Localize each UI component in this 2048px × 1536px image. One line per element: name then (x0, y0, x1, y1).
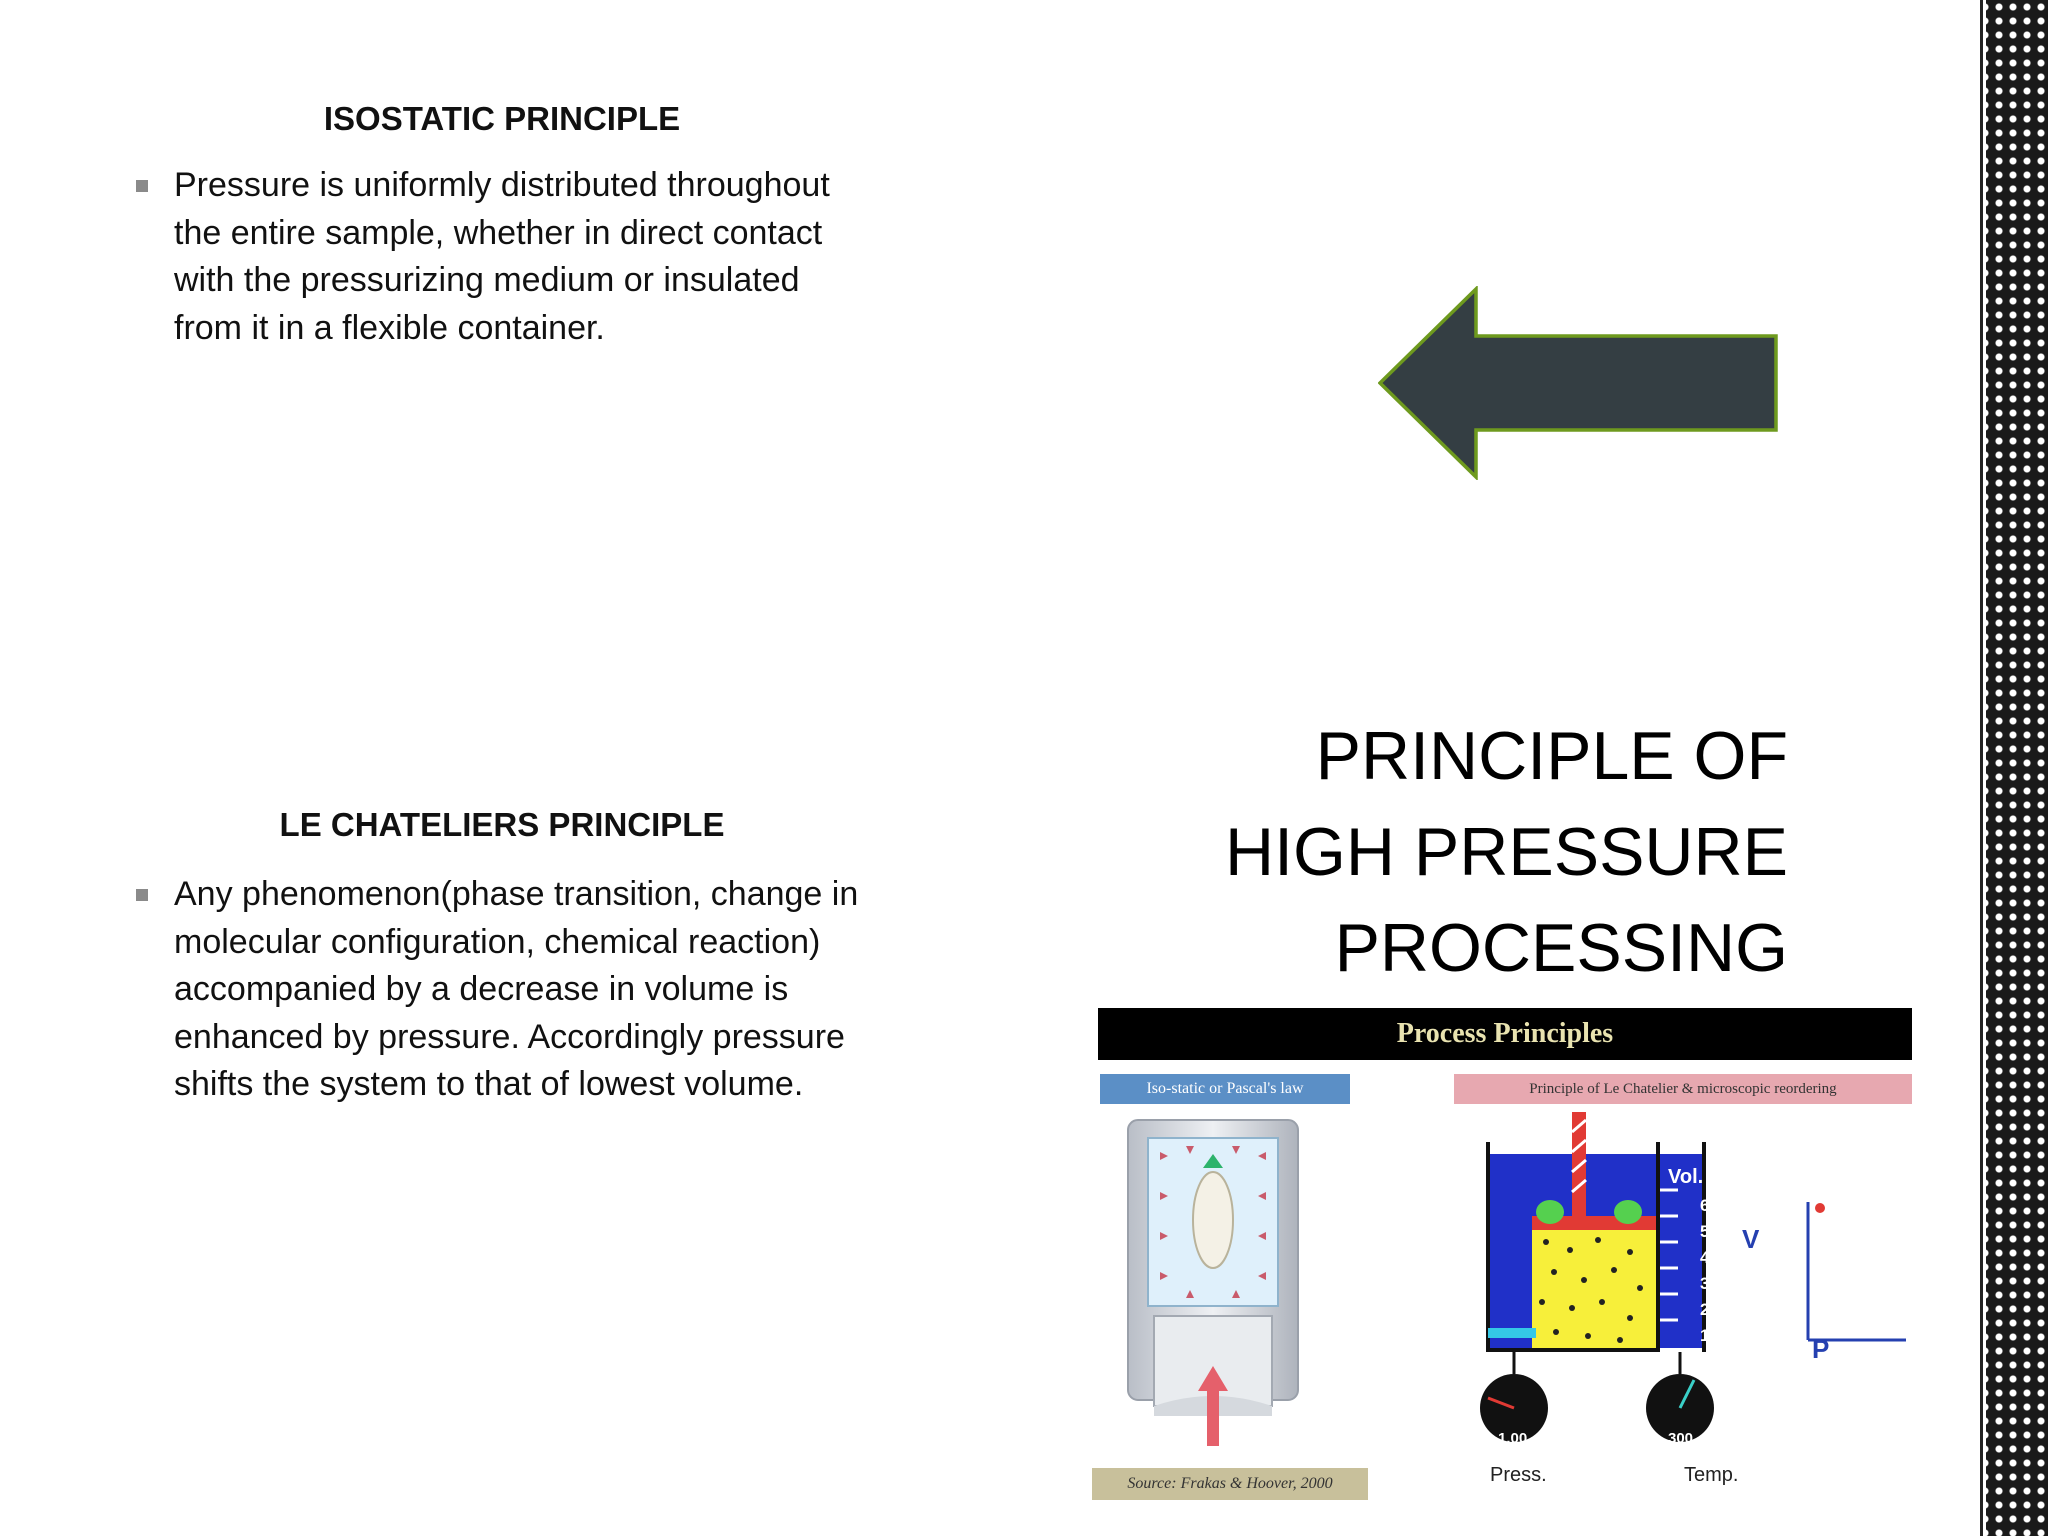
axis-p-label: P (1812, 1334, 1830, 1364)
figure-banner-title: Process Principles (1396, 1018, 1614, 1049)
temperature-label: Temp. (1684, 1464, 1739, 1486)
pressure-gauge-value: 1.00 (1498, 1430, 1528, 1447)
le-chatelier-text: Any phenomenon(phase transition, change … (174, 875, 859, 1103)
volume-tick-6: 6 (1700, 1196, 1710, 1215)
pascal-vessel-illustration (1127, 1119, 1299, 1446)
figure-banner: Process Principles (1098, 1008, 1912, 1060)
figure-source: Source: Frakas & Hoover, 2000 (1092, 1468, 1368, 1500)
volume-tick-5: 5 (1700, 1222, 1710, 1241)
slide-title: PRINCIPLE OF HIGH PRESSURE PROCESSING (1060, 708, 1788, 996)
title-line-2: HIGH PRESSURE (1225, 814, 1788, 890)
title-line-3: PROCESSING (1334, 910, 1788, 986)
le-chatelier-vessel-illustration (1480, 1112, 1906, 1442)
volume-tick-1: 1 (1700, 1326, 1710, 1345)
pressure-label: Press. (1490, 1464, 1547, 1486)
isostatic-text: Pressure is uniformly distributed throug… (174, 166, 830, 347)
title-line-1: PRINCIPLE OF (1315, 718, 1788, 794)
le-chatelier-bullet: Any phenomenon(phase transition, change … (136, 871, 874, 1109)
process-principles-figure: Process Principles Iso-static or Pascal'… (1090, 1008, 1912, 1502)
isostatic-heading: ISOSTATIC PRINCIPLE (323, 100, 681, 137)
decorative-border (1978, 0, 2048, 1536)
le-chatelier-tag: Principle of Le Chatelier & microscopic … (1454, 1074, 1912, 1104)
volume-tick-3: 3 (1700, 1274, 1710, 1293)
volume-label: Vol. (1668, 1166, 1704, 1188)
left-arrow-icon (1378, 286, 1778, 480)
le-chatelier-heading: LE CHATELIERS PRINCIPLE (279, 806, 725, 843)
axis-v-label: V (1742, 1224, 1760, 1254)
isostatic-tag: Iso-static or Pascal's law (1100, 1074, 1350, 1104)
isostatic-bullet: Pressure is uniformly distributed throug… (136, 162, 874, 352)
volume-tick-2: 2 (1700, 1300, 1710, 1319)
temperature-gauge-value: 300 (1668, 1430, 1694, 1447)
volume-tick-4: 4 (1700, 1248, 1710, 1267)
square-bullet-icon (136, 180, 148, 192)
square-bullet-icon (136, 889, 148, 901)
